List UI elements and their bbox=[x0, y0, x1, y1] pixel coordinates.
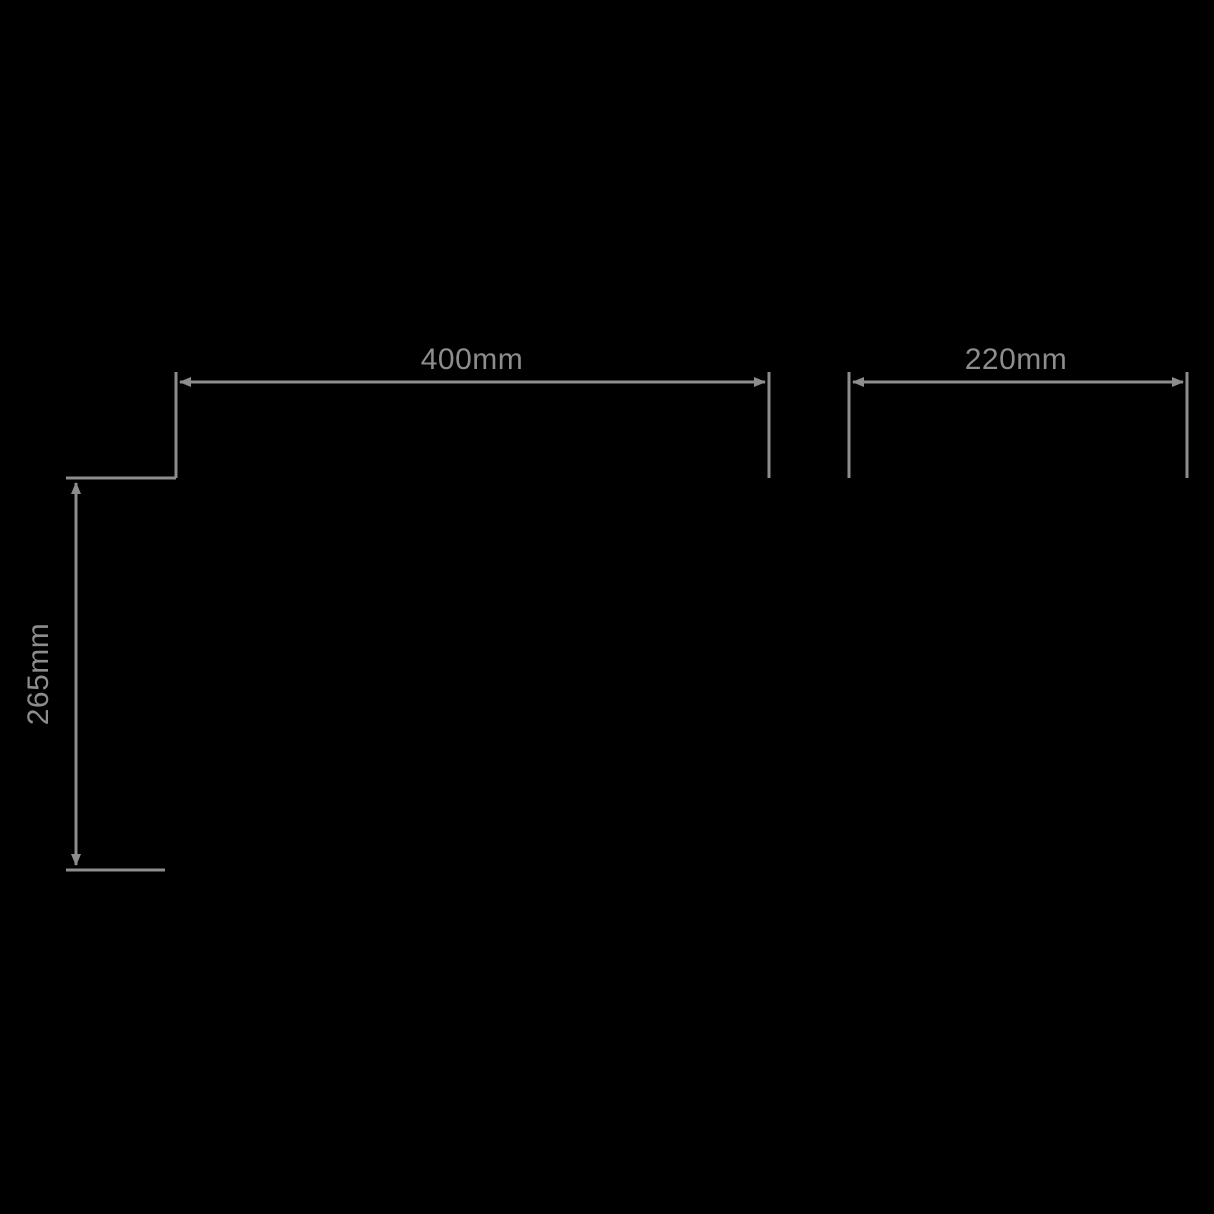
dimension-label-400: 400mm bbox=[421, 343, 524, 376]
dimension-265mm-group: 265mm bbox=[22, 476, 176, 872]
dimension-400mm-group: 400mm bbox=[174, 343, 771, 478]
dimension-220mm-group: 220mm bbox=[847, 343, 1189, 478]
dimension-label-265: 265mm bbox=[22, 623, 55, 726]
dimension-label-220: 220mm bbox=[965, 343, 1068, 376]
